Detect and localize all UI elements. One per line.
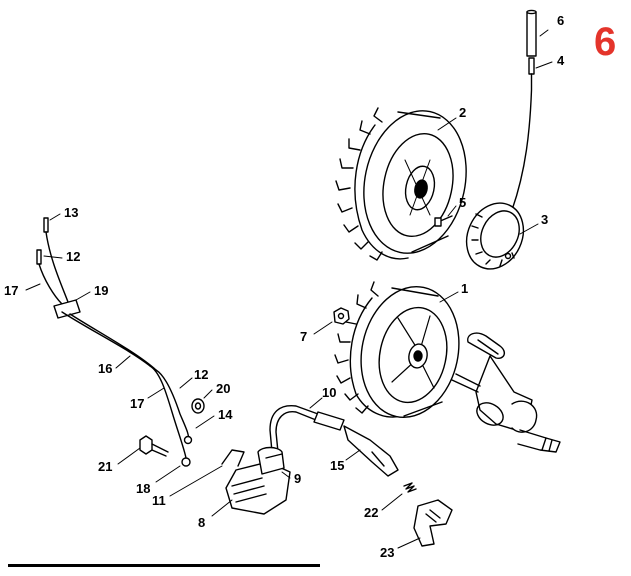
part-bolt: [139, 435, 169, 457]
callout-9: 9: [294, 471, 302, 486]
part-flywheel: [334, 281, 460, 419]
part-spring: [403, 482, 417, 493]
callout-19: 19: [94, 283, 109, 298]
part-magneto-ring: [465, 202, 525, 270]
callout-22: 22: [364, 505, 379, 520]
callout-12-upper: 12: [66, 249, 81, 264]
callout-10: 10: [322, 385, 337, 400]
callout-16: 16: [98, 361, 113, 376]
part-crankshaft: [451, 332, 561, 453]
bottom-rule: [8, 564, 320, 567]
part-ignition-module: [225, 446, 291, 515]
part-nut: [333, 307, 350, 325]
callout-14: 14: [218, 407, 233, 422]
part-sleeve: [191, 398, 205, 414]
callout-17-lower: 17: [130, 396, 145, 411]
page-number: 6: [594, 20, 617, 64]
callout-2: 2: [459, 105, 467, 120]
part-wire-harness: [36, 217, 193, 467]
part-clip: [221, 449, 245, 467]
callout-3: 3: [541, 212, 549, 227]
callout-18: 18: [136, 481, 151, 496]
callout-8: 8: [198, 515, 206, 530]
callout-23: 23: [380, 545, 395, 560]
callout-7: 7: [300, 329, 308, 344]
callout-1: 1: [461, 281, 469, 296]
callout-11: 11: [152, 493, 166, 508]
leader-lines: [25, 29, 553, 549]
callout-15: 15: [330, 458, 345, 473]
part-spark-plug-boot: [413, 499, 453, 547]
callout-5: 5: [459, 195, 467, 210]
callout-21: 21: [98, 459, 113, 474]
part-ignition-lead: [269, 405, 399, 477]
callout-13: 13: [64, 205, 79, 220]
part-fan-wheel-upper: [335, 107, 467, 261]
callout-6: 6: [557, 13, 565, 28]
part-screw-small: [434, 215, 453, 227]
part-connector: [511, 57, 535, 211]
part-pin: [526, 9, 537, 57]
callout-20: 20: [216, 381, 231, 396]
callout-4: 4: [557, 53, 565, 68]
callout-17-upper: 17: [4, 283, 19, 298]
callout-12-lower: 12: [194, 367, 209, 382]
